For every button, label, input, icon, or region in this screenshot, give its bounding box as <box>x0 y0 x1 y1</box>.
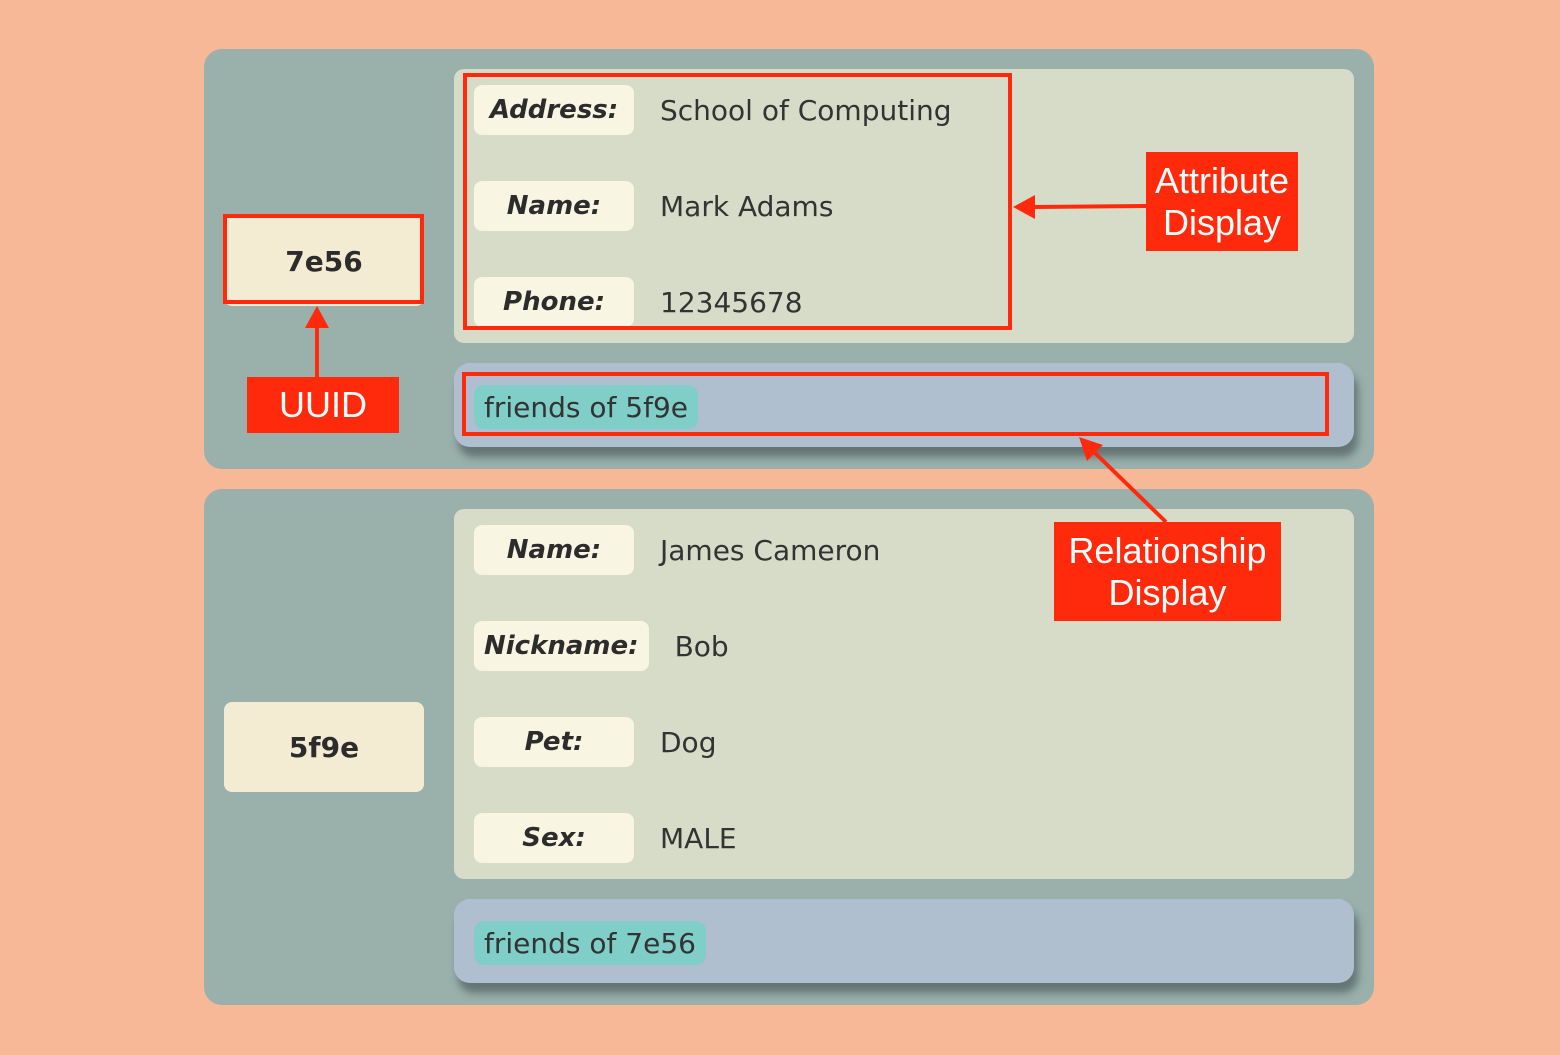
attribute-label: Pet: <box>474 717 634 767</box>
attribute-label: Phone: <box>474 277 634 327</box>
attribute-label: Name: <box>474 181 634 231</box>
attribute-label: Name: <box>474 525 634 575</box>
attribute-value: MALE <box>660 821 737 855</box>
attribute-value: 12345678 <box>660 285 803 319</box>
uuid-callout: UUID <box>247 377 399 433</box>
uuid-box: 5f9e <box>224 702 424 792</box>
attribute-display-callout: Attribute Display <box>1146 152 1298 251</box>
attribute-value: James Cameron <box>660 533 881 567</box>
attribute-label: Address: <box>474 85 634 135</box>
attribute-row: Name: Mark Adams <box>474 181 833 231</box>
attribute-value: Bob <box>674 629 729 663</box>
relationship-panel: friends of 7e56 <box>454 899 1354 983</box>
attribute-row: Address: School of Computing <box>474 85 952 135</box>
attribute-value: School of Computing <box>660 93 952 127</box>
attribute-row: Nickname: Bob <box>474 621 729 671</box>
attribute-value: Mark Adams <box>660 189 834 223</box>
relationship-tag[interactable]: friends of 5f9e <box>474 385 698 429</box>
relationship-tag[interactable]: friends of 7e56 <box>474 921 706 965</box>
relationship-display-callout: Relationship Display <box>1054 522 1281 621</box>
uuid-box: 7e56 <box>224 216 424 306</box>
attribute-panel: Address: School of Computing Name: Mark … <box>454 69 1354 343</box>
attribute-value: Dog <box>660 725 717 759</box>
attribute-label: Sex: <box>474 813 634 863</box>
relationship-panel: friends of 5f9e <box>454 363 1354 447</box>
attribute-row: Pet: Dog <box>474 717 716 767</box>
attribute-label: Nickname: <box>474 621 649 671</box>
attribute-row: Phone: 12345678 <box>474 277 803 327</box>
attribute-row: Name: James Cameron <box>474 525 880 575</box>
attribute-row: Sex: MALE <box>474 813 737 863</box>
